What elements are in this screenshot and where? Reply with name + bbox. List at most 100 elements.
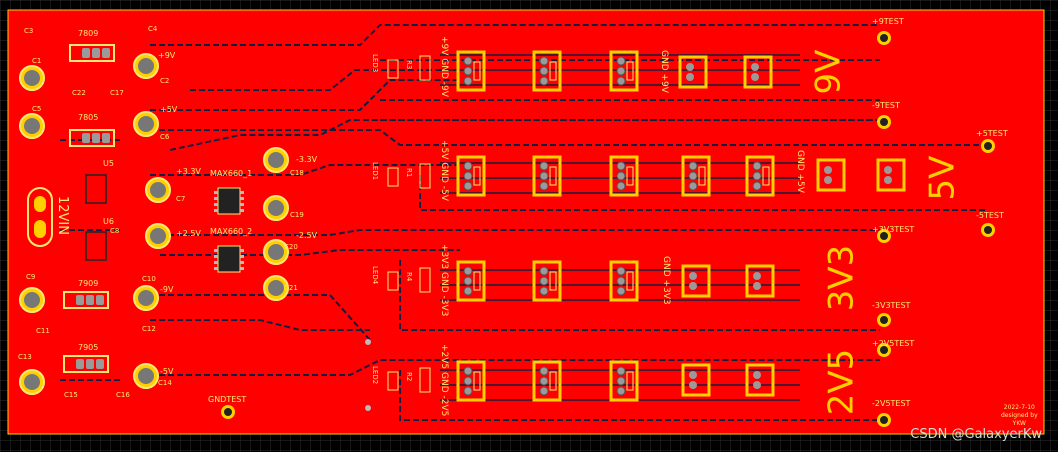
header-r1c4-outline <box>745 155 775 197</box>
electrolytic-cap-6 <box>263 147 289 173</box>
header-r1c3-pin <box>688 181 698 191</box>
test-point-5 <box>877 313 891 327</box>
cap-core <box>138 368 154 384</box>
test-point-label: -3V3TEST <box>872 301 911 310</box>
via-1 <box>365 405 371 411</box>
header-r3c0-pin <box>463 366 473 376</box>
cap-core <box>150 182 166 198</box>
led-label: LED4 <box>371 266 379 285</box>
jumper-pin <box>689 282 697 290</box>
jumper-outline <box>681 264 711 298</box>
electrolytic-cap-8 <box>263 239 289 265</box>
test-point-label: +9TEST <box>872 17 904 26</box>
header-r1c0-pin <box>463 161 473 171</box>
header-r0c1-pin <box>539 66 549 76</box>
design-date-block: 2022-7-10 designed by YKW <box>1001 404 1038 428</box>
header-r0c2-outline <box>609 50 639 92</box>
header-r2c0-pin <box>463 266 473 276</box>
jumper-pin <box>686 63 694 71</box>
rail-label-2v5: 2V5 <box>821 348 862 416</box>
header-r2c1-pin <box>539 286 549 296</box>
header-r1c4-pin <box>752 181 762 191</box>
chip-pin <box>214 249 218 252</box>
cap-core <box>268 280 284 296</box>
electrolytic-cap-10 <box>19 287 45 313</box>
jumper-pin <box>824 176 832 184</box>
header-r1c1-pin <box>539 161 549 171</box>
resistor-label: R3 <box>405 60 413 70</box>
jumper-5 <box>745 264 775 298</box>
regulator-pin <box>86 359 94 369</box>
cap-label: C8 <box>110 227 120 235</box>
jumper-pin <box>753 381 761 389</box>
header-r1c2-pin <box>616 181 626 191</box>
strip-label: +3V3 GND -3V3 <box>439 244 449 317</box>
date-line: 2022-7-10 <box>1003 404 1035 411</box>
trace-6 <box>150 359 880 376</box>
header-r3c2-pin <box>616 376 626 386</box>
jack-outline <box>27 187 53 247</box>
jumper-pin <box>751 63 759 71</box>
input-jack <box>27 187 53 247</box>
cap-label: C22 <box>72 89 86 97</box>
jumper-pin <box>753 272 761 280</box>
led-label: LED2 <box>371 366 379 385</box>
u-block-0 <box>85 174 107 204</box>
jumper-outline <box>745 363 775 397</box>
header-r1c0-pin <box>463 171 473 181</box>
header-r3c0-pin <box>463 376 473 386</box>
right-strip-label: GND +5V <box>795 150 805 193</box>
chip-pin <box>240 267 244 270</box>
regulator-pin <box>76 295 84 305</box>
cap-label: C13 <box>18 353 32 361</box>
via-0 <box>365 339 371 345</box>
regulator-pin <box>82 133 90 143</box>
test-point-label: +5TEST <box>976 129 1008 138</box>
regulator-pin <box>92 133 100 143</box>
header-r2c2 <box>609 260 639 302</box>
header-r3c0-tab <box>473 371 481 391</box>
test-point-7 <box>877 413 891 427</box>
header-r3c2-pin <box>616 366 626 376</box>
header-r2c1-pin <box>539 266 549 276</box>
header-r1c0-pin <box>463 181 473 191</box>
u-block-1 <box>85 231 107 261</box>
header-r3c1-outline <box>532 360 562 402</box>
cap-core <box>138 116 154 132</box>
net-label: -5V <box>160 367 174 376</box>
header-r1c1-outline <box>532 155 562 197</box>
header-r2c0-pin <box>463 276 473 286</box>
electrolytic-cap-2 <box>133 53 159 79</box>
trace-5 <box>150 294 371 341</box>
trace-12 <box>399 370 880 421</box>
header-r1c3-outline <box>681 155 711 197</box>
header-r1c2-pin <box>616 161 626 171</box>
electrolytic-cap-3 <box>133 111 159 137</box>
test-hole <box>984 142 992 150</box>
designer-line: designed by <box>1001 412 1038 419</box>
jumper-7 <box>745 363 775 397</box>
strip-label: +5V GND -5V <box>439 140 449 201</box>
test-hole <box>880 34 888 42</box>
cap-label: C10 <box>142 275 156 283</box>
regulator-pin <box>96 359 104 369</box>
electrolytic-cap-12 <box>19 369 45 395</box>
jumper-pin <box>689 272 697 280</box>
resistor-label: R2 <box>405 372 413 382</box>
net-label: +5V <box>160 105 178 114</box>
header-r0c1-outline <box>532 50 562 92</box>
net-label: -2.5V <box>296 231 318 240</box>
header-r2c2-pin <box>616 276 626 286</box>
cap-label: C14 <box>158 379 172 387</box>
resistor-0 <box>419 55 431 81</box>
regulator-outline <box>63 355 109 373</box>
regulator-outline <box>69 129 115 147</box>
cap-core <box>24 70 40 86</box>
header-r3c0-pin <box>463 386 473 396</box>
chip-pin <box>214 267 218 270</box>
rail-label-9v: 9V <box>808 49 849 95</box>
right-strip-label: GND +9V <box>659 50 669 93</box>
header-r0c2-pin <box>616 76 626 86</box>
chip-pin <box>240 197 244 200</box>
header-r0c2 <box>609 50 639 92</box>
